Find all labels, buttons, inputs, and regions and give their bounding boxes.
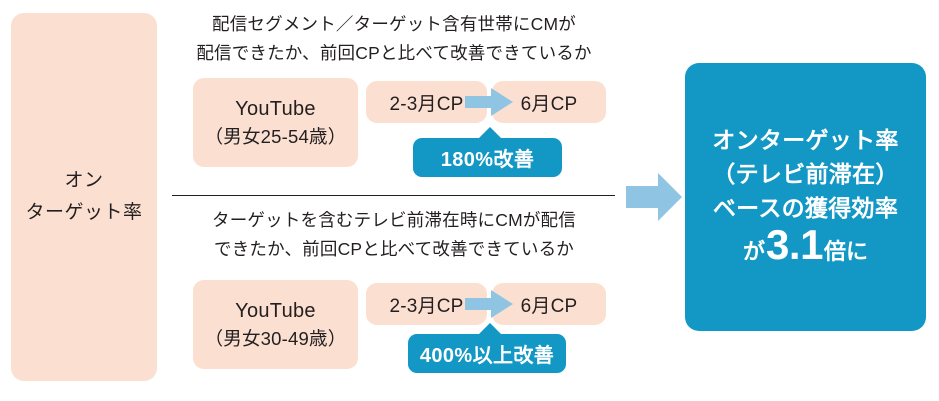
result-metric: が 3.1 倍に [743, 220, 868, 272]
cp-pill-from-top-label: 2-3月CP [389, 93, 464, 115]
improvement-callout-top: 180%改善 [413, 127, 562, 177]
channel-segment-top: （男女25-54歳） [204, 125, 347, 147]
channel-name-bottom: YouTube [235, 299, 316, 322]
right-arrow-icon [465, 88, 513, 116]
left-panel-line-2: ターゲット率 [25, 202, 143, 223]
channel-name-top: YouTube [235, 97, 316, 120]
improvement-callout-top-label: 180%改善 [440, 149, 535, 171]
section-heading-top-line-1: 配信セグメント／ターゲット含有世帯にCMが [212, 14, 576, 34]
improvement-callout-bottom: 400%以上改善 [408, 323, 566, 373]
cp-pill-to-top-label: 6月CP [520, 93, 578, 115]
left-panel-line-1: オン [64, 170, 104, 191]
cp-pill-to-bottom-label: 6月CP [520, 295, 578, 317]
result-summary-panel: オンターゲット率 （テレビ前滞在） ベースの獲得効率 が 3.1 倍に [685, 63, 926, 331]
middle-column: 配信セグメント／ターゲット含有世帯にCMが 配信できたか、前回CPと比べて改善で… [170, 0, 618, 401]
section-heading-bottom-line-1: ターゲットを含むテレビ前滞在時にCMが配信 [212, 210, 576, 230]
right-arrow-icon [465, 290, 513, 318]
on-target-rate-panel: オン ターゲット率 [11, 13, 157, 381]
result-metric-prefix: が [743, 238, 766, 264]
channel-box-top: YouTube （男女25-54歳） [193, 78, 358, 167]
result-line-3: ベースの獲得効率 [712, 194, 899, 221]
right-arrow-icon [626, 173, 682, 221]
channel-segment-bottom: （男女30-49歳） [204, 327, 347, 349]
section-divider [172, 195, 615, 196]
cp-pill-from-bottom-label: 2-3月CP [389, 295, 464, 317]
result-line-1: オンターゲット率 [712, 126, 899, 153]
callout-pointer-bottom [478, 323, 502, 335]
channel-box-bottom: YouTube （男女30-49歳） [193, 280, 358, 369]
result-line-2: （テレビ前滞在） [712, 160, 899, 187]
section-heading-bottom: ターゲットを含むテレビ前滞在時にCMが配信 できたか、前回CPと比べて改善できて… [170, 206, 618, 264]
section-heading-top-line-2: 配信できたか、前回CPと比べて改善できているか [196, 43, 592, 63]
section-heading-bottom-line-2: できたか、前回CPと比べて改善できているか [214, 239, 574, 259]
section-heading-top: 配信セグメント／ターゲット含有世帯にCMが 配信できたか、前回CPと比べて改善で… [170, 10, 618, 68]
callout-pointer-top [478, 127, 502, 139]
result-metric-suffix: 倍に [823, 238, 868, 264]
improvement-callout-bottom-label: 400%以上改善 [419, 345, 555, 367]
result-metric-value: 3.1 [766, 220, 823, 268]
